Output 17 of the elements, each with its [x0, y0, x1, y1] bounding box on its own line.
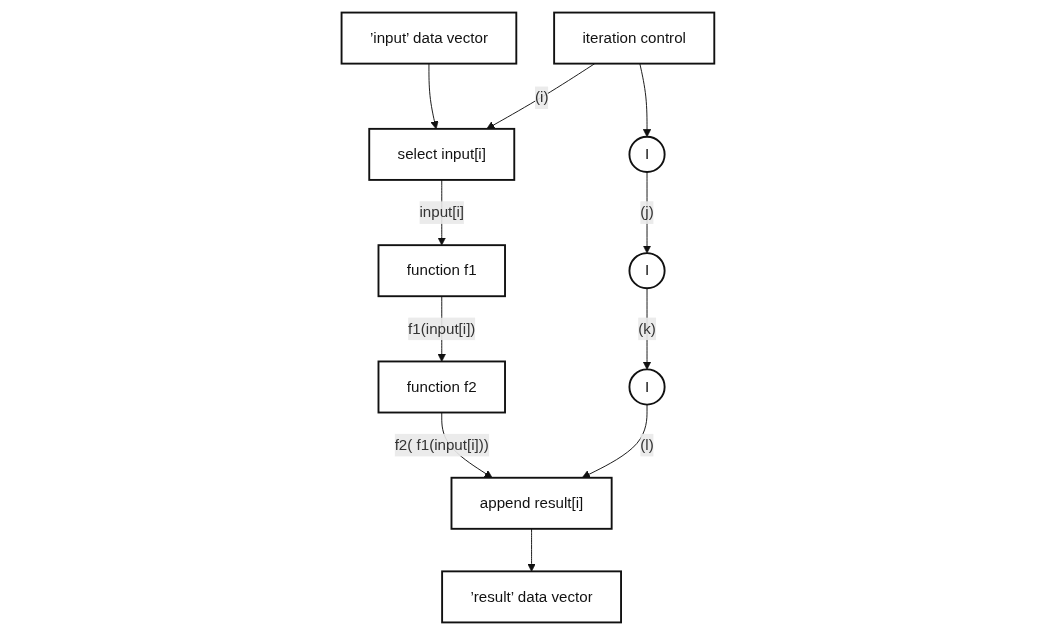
- edge-label: (k): [637, 320, 656, 337]
- node-box: ’result’ data vector: [440, 570, 622, 624]
- edge-label: input[i]: [419, 204, 464, 221]
- node-box: append result[i]: [450, 476, 613, 530]
- edge-label: (i): [534, 89, 548, 106]
- edge-label: f2( f1(input[i])): [394, 436, 489, 453]
- edge-label: (j): [639, 204, 654, 221]
- node-box: ’input’ data vector: [340, 11, 517, 65]
- node-box: function f2: [377, 360, 506, 414]
- node-circle: I: [628, 252, 666, 290]
- edge-label: (l): [639, 436, 654, 453]
- node-box: function f1: [377, 244, 506, 298]
- node-box: select input[i]: [367, 127, 515, 181]
- node-circle: I: [628, 135, 666, 173]
- node-box: iteration control: [552, 11, 715, 65]
- node-circle: I: [628, 368, 666, 406]
- edge-label: f1(input[i]): [407, 320, 475, 337]
